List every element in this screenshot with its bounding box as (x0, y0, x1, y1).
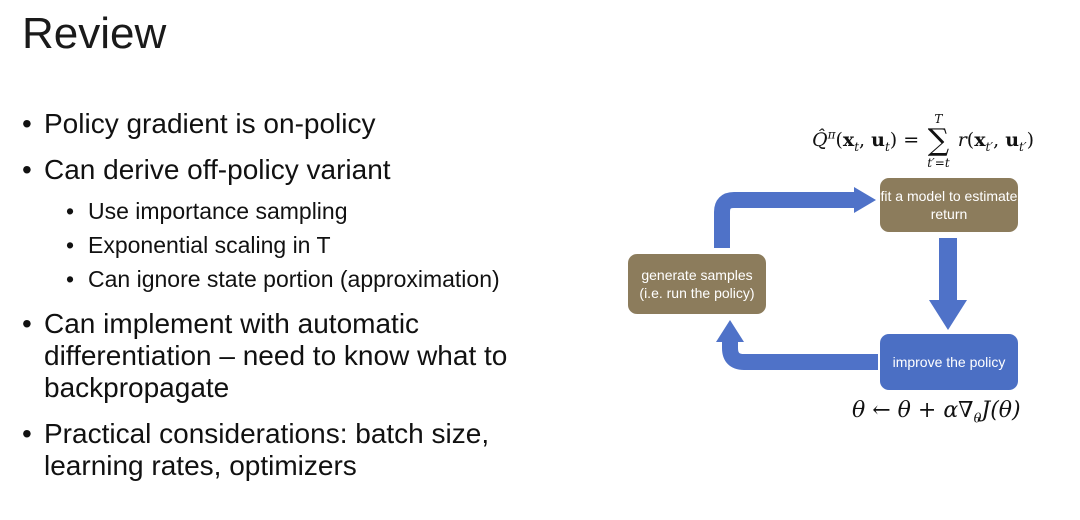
arrow-fit-to-improve (939, 238, 957, 304)
bullet-item: Can implement with automatic differentia… (22, 308, 582, 404)
improve-policy-box: improve the policy (880, 334, 1018, 390)
sub-bullet-item: Can ignore state portion (approximation) (66, 264, 582, 294)
arrow-head-generate (716, 320, 744, 342)
improve-policy-label: improve the policy (892, 354, 1006, 370)
arrow-improve-to-generate (722, 338, 878, 370)
fit-model-label: fit a model to estimate return (880, 188, 1018, 222)
policy-update-equation: θ ← θ + α∇θJ(θ) (852, 398, 1021, 427)
arrow-head-improve (929, 300, 967, 330)
bullet-list: Policy gradient is on-policy Can derive … (22, 108, 582, 496)
fit-model-box: fit a model to estimate return (880, 178, 1018, 232)
slide-title: Review (22, 9, 167, 58)
arrow-head-fit (854, 187, 876, 213)
generate-samples-label: generate samples (i.e. run the policy) (639, 267, 755, 301)
sub-bullet-item: Use importance sampling (66, 196, 582, 226)
bullet-item: Policy gradient is on-policy (22, 108, 582, 140)
arrow-generate-to-fit (714, 192, 856, 248)
bullet-item: Can derive off-policy variant (22, 154, 582, 186)
bullet-item: Practical considerations: batch size, le… (22, 418, 582, 482)
sub-bullet-item: Exponential scaling in T (66, 230, 582, 260)
generate-samples-box: generate samples (i.e. run the policy) (628, 254, 766, 314)
q-estimate-equation: Q̂π(xt, ut) = T ∑ t′=t r(xt′, ut′) (812, 112, 1034, 170)
